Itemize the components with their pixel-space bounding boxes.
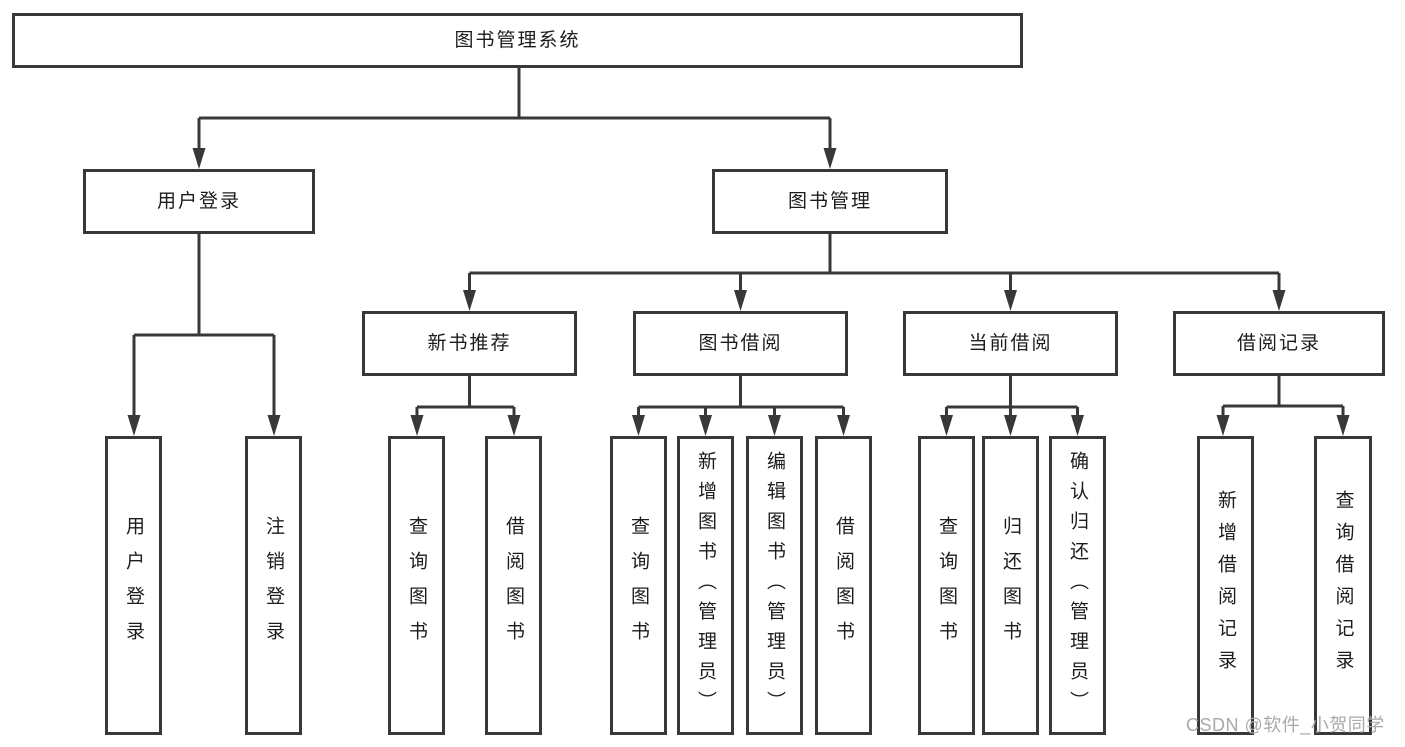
node-label: 查询图书 — [628, 515, 649, 656]
leaf-query-books-recommend: 查询图书 — [388, 436, 445, 735]
edge-user-login-children — [132, 234, 276, 418]
node-label: 新书推荐 — [427, 333, 512, 354]
arrowhead — [1336, 415, 1350, 436]
node-new-book-recommend: 新书推荐 — [362, 311, 577, 376]
watermark-text: CSDN @软件_小贺同学 — [1186, 715, 1385, 735]
arrowhead — [410, 415, 424, 436]
arrowhead — [192, 148, 206, 169]
edge-current-borrow-children — [945, 376, 1079, 418]
arrowhead — [734, 290, 747, 311]
leaf-edit-books-admin: 编辑图书（管理员） — [746, 436, 803, 735]
node-book-borrow: 图书借阅 — [633, 311, 848, 376]
arrowhead — [267, 415, 281, 436]
arrowhead — [1216, 415, 1230, 436]
arrowhead — [699, 415, 712, 436]
leaf-add-books-admin: 新增图书（管理员） — [677, 436, 734, 735]
leaf-query-borrow-record: 查询借阅记录 — [1314, 436, 1372, 735]
node-label: 确认归还（管理员） — [1067, 450, 1088, 721]
node-label: 图书借阅 — [698, 333, 783, 354]
node-label: 借阅图书 — [833, 515, 854, 656]
leaf-add-borrow-record: 新增借阅记录 — [1197, 436, 1254, 735]
node-library-system: 图书管理系统 — [12, 13, 1023, 68]
arrowhead — [1071, 415, 1084, 436]
node-label: 当前借阅 — [968, 333, 1053, 354]
node-label: 借阅记录 — [1236, 333, 1321, 354]
node-label: 用户登录 — [156, 191, 241, 212]
arrowhead — [1004, 415, 1017, 436]
edge-new-book-children — [415, 376, 516, 418]
leaf-return-books: 归还图书 — [982, 436, 1039, 735]
arrowhead — [1004, 290, 1017, 311]
arrowhead — [127, 415, 141, 436]
node-label: 归还图书 — [1000, 515, 1021, 656]
arrowhead — [837, 415, 850, 436]
node-borrow-records: 借阅记录 — [1173, 311, 1385, 376]
node-label: 查询图书 — [406, 515, 427, 656]
leaf-query-books-borrow: 查询图书 — [610, 436, 667, 735]
arrowhead — [463, 290, 476, 311]
node-label: 注销登录 — [263, 515, 284, 656]
node-label: 查询图书 — [936, 515, 957, 656]
leaf-borrow-books-recommend: 借阅图书 — [485, 436, 542, 735]
edge-book-borrow-children — [637, 376, 845, 418]
node-label: 新增图书（管理员） — [695, 450, 716, 721]
node-book-management: 图书管理 — [712, 169, 948, 234]
leaf-borrow-books: 借阅图书 — [815, 436, 872, 735]
node-label: 查询借阅记录 — [1332, 489, 1354, 682]
arrowhead — [940, 415, 953, 436]
node-label: 用户登录 — [123, 515, 144, 656]
leaf-confirm-return-admin: 确认归还（管理员） — [1049, 436, 1106, 735]
node-label: 借阅图书 — [503, 515, 524, 656]
node-current-borrow: 当前借阅 — [903, 311, 1118, 376]
node-label: 编辑图书（管理员） — [764, 450, 785, 721]
edge-borrow-records-children — [1221, 376, 1345, 418]
node-user-login: 用户登录 — [83, 169, 315, 234]
leaf-logout: 注销登录 — [245, 436, 302, 735]
node-label: 图书管理系统 — [454, 30, 581, 51]
node-label: 新增借阅记录 — [1215, 489, 1236, 682]
arrowhead — [768, 415, 781, 436]
arrowhead — [507, 415, 521, 436]
edge-root-to-level2 — [197, 68, 832, 150]
arrowhead — [632, 415, 645, 436]
arrowhead — [823, 148, 837, 169]
leaf-query-books-current: 查询图书 — [918, 436, 975, 735]
node-label: 图书管理 — [787, 191, 872, 212]
arrowhead — [1272, 290, 1286, 311]
edge-book-management-children — [468, 234, 1281, 292]
leaf-user-login: 用户登录 — [105, 436, 162, 735]
